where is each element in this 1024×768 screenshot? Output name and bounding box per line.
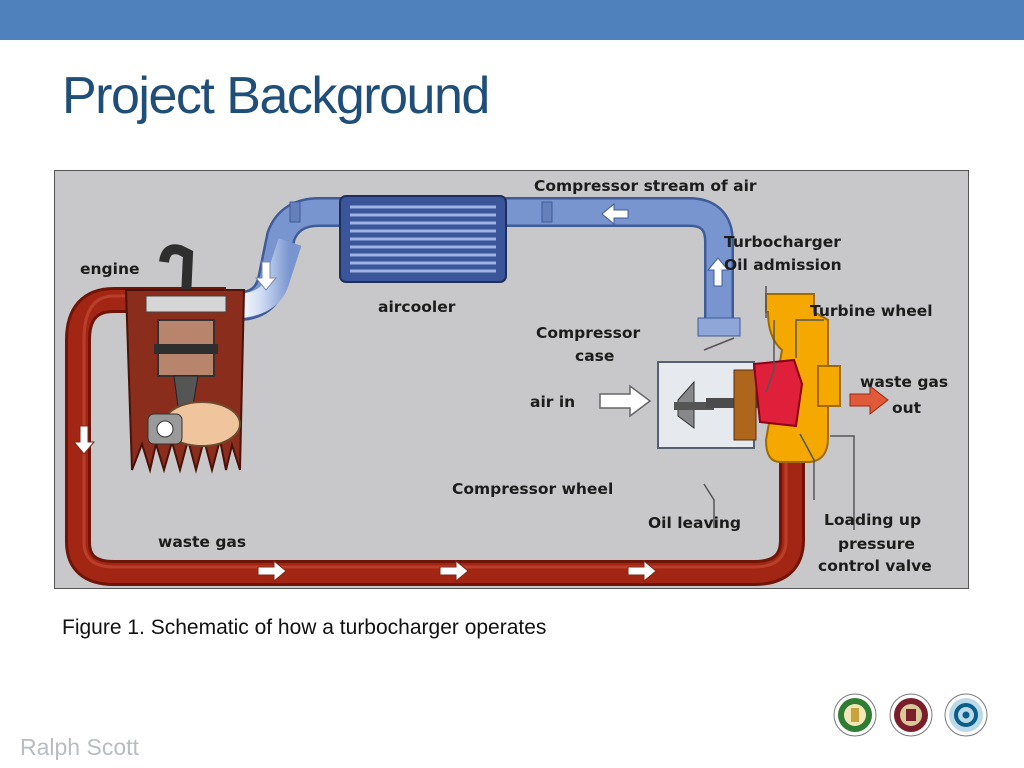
label-control-valve: control valve (818, 557, 932, 575)
label-turbine-wheel: Turbine wheel (810, 302, 933, 320)
turbocharger-unit (657, 293, 841, 463)
label-turbocharger: Turbocharger (724, 233, 841, 251)
label-waste-gas: waste gas (158, 533, 246, 551)
label-oil-leaving: Oil leaving (648, 514, 741, 532)
engine-icon (124, 244, 246, 474)
label-case: case (575, 347, 614, 365)
turbocharger-schematic: Compressor stream of air Turbocharger Oi… (54, 170, 969, 589)
label-engine: engine (80, 260, 140, 278)
air-duct (236, 197, 741, 337)
label-aircooler: aircooler (378, 298, 456, 316)
institution-logos (832, 690, 988, 740)
exhaust-pipe (65, 287, 805, 586)
university-seal-icon (833, 693, 877, 737)
label-loading-up: Loading up (824, 511, 921, 529)
header-bar (0, 0, 1024, 40)
aircooler (339, 195, 507, 283)
slide-title: Project Background (62, 67, 490, 125)
figure-caption: Figure 1. Schematic of how a turbocharge… (62, 616, 547, 639)
label-oil-admission: Oil admission (724, 256, 842, 274)
label-compressor-wheel: Compressor wheel (452, 480, 613, 498)
label-waste-gas-out-1: waste gas (860, 373, 948, 391)
label-pressure: pressure (838, 535, 915, 553)
label-waste-gas-out-2: out (892, 399, 922, 417)
college-seal-icon (889, 693, 933, 737)
engineering-logo-icon (944, 693, 988, 737)
leader-lines (703, 286, 855, 530)
label-air-in: air in (530, 393, 575, 411)
label-compressor-stream: Compressor stream of air (534, 177, 757, 195)
flow-arrows (72, 202, 889, 583)
label-compressor: Compressor (536, 324, 641, 342)
author-name: Ralph Scott (20, 734, 139, 760)
